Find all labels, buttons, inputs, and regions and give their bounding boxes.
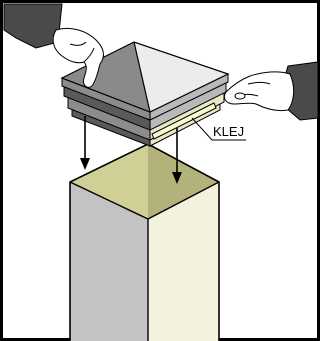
post [70,144,219,341]
thumb-nail [235,93,245,99]
callout-label: KLEJ [213,124,244,139]
